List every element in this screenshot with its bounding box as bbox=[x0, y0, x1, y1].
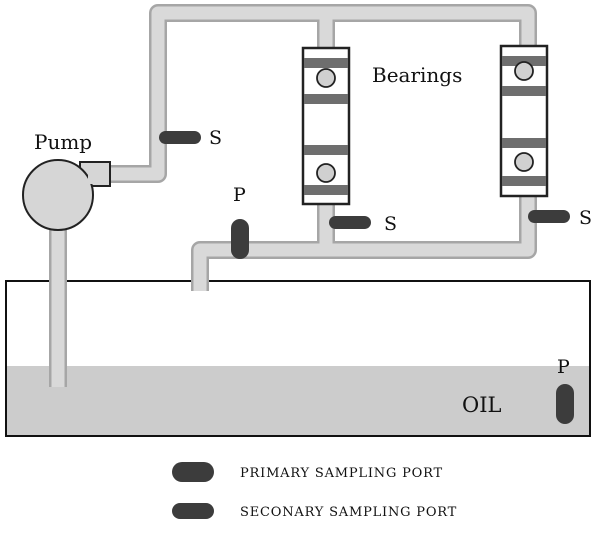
bearing-ball-icon bbox=[316, 68, 336, 88]
bearing-band bbox=[502, 86, 546, 96]
secondary-marker-label: S bbox=[579, 207, 592, 229]
oil-fill bbox=[6, 366, 590, 436]
pump-body bbox=[22, 159, 94, 231]
reservoir-outline bbox=[5, 280, 591, 437]
bearing-ball-icon bbox=[514, 61, 534, 81]
oil-reservoir bbox=[5, 280, 591, 437]
bearing-band bbox=[304, 94, 348, 104]
pump-label: Pump bbox=[34, 130, 92, 154]
pump bbox=[22, 159, 111, 231]
primary-marker-label: P bbox=[233, 184, 246, 206]
secondary-marker-label: S bbox=[209, 127, 222, 149]
secondary-marker-label: S bbox=[384, 213, 397, 235]
bearing-band bbox=[304, 185, 348, 195]
legend-primary-label: PRIMARY SAMPLING PORT bbox=[240, 466, 443, 481]
bearing-assembly-right bbox=[499, 44, 549, 198]
sampling-ports bbox=[159, 131, 574, 424]
bearing-band bbox=[304, 145, 348, 155]
bearing-band bbox=[304, 58, 348, 68]
supply-pipe bbox=[92, 6, 535, 181]
secondary-sampling-port[interactable] bbox=[159, 131, 201, 144]
oil-label: OIL bbox=[462, 393, 502, 417]
piping bbox=[49, 4, 537, 387]
primary-marker-label: P bbox=[557, 356, 570, 378]
bearing-ball-icon bbox=[514, 152, 534, 172]
return-pipe bbox=[193, 196, 535, 291]
bearing-band bbox=[502, 56, 546, 66]
bearings-label: Bearings bbox=[372, 63, 462, 87]
primary-sampling-port[interactable] bbox=[231, 219, 249, 259]
bearing-band bbox=[502, 138, 546, 148]
pump-outlet-seam bbox=[88, 164, 108, 184]
secondary-sampling-port[interactable] bbox=[329, 216, 371, 229]
bearing-assembly-left bbox=[301, 46, 351, 206]
bearing-ball-icon bbox=[316, 163, 336, 183]
bearing-band bbox=[502, 176, 546, 186]
legend-primary-swatch bbox=[172, 462, 214, 482]
secondary-sampling-port[interactable] bbox=[528, 210, 570, 223]
primary-sampling-port[interactable] bbox=[556, 384, 574, 424]
legend-secondary-swatch bbox=[172, 503, 214, 519]
legend: PRIMARY SAMPLING PORT SECONARY SAMPLING … bbox=[172, 462, 457, 520]
legend-secondary-label: SECONARY SAMPLING PORT bbox=[240, 505, 457, 520]
